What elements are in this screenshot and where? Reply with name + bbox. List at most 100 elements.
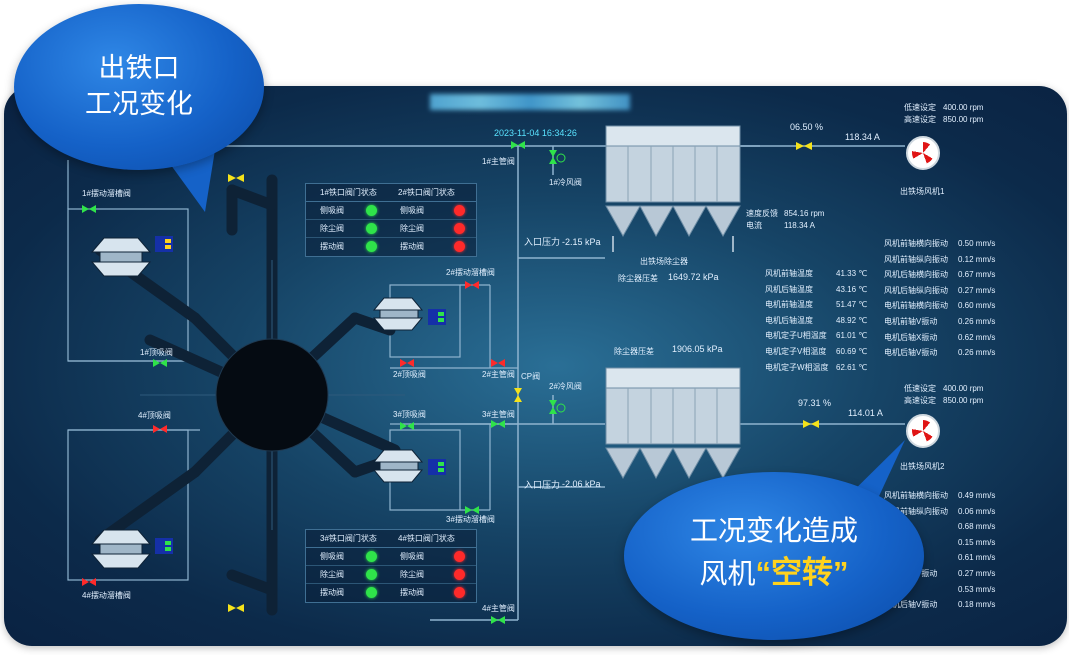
collector-1-dp-value: 1649.72 kPa <box>668 272 719 282</box>
timestamp: 2023-11-04 16:34:26 <box>494 128 577 138</box>
fan1-opening: 06.50 % <box>790 122 824 132</box>
valve-markers <box>82 141 819 624</box>
inlet-pressure-value-2: -2.06 kPa <box>562 479 601 489</box>
label-cold-valve-2: 2#冷风阀 <box>549 382 582 391</box>
status-alarm-icon <box>454 551 465 562</box>
fan2-set-high-label: 高速设定 <box>904 396 936 405</box>
dust-collector-1 <box>605 125 741 252</box>
fan1-vib-label: 风机后轴纵向振动 <box>884 285 948 295</box>
fan1-cur-label: 电流 <box>746 221 762 230</box>
fan1-cur-value: 118.34 A <box>784 221 815 230</box>
fan2-current: 114.01 A <box>848 408 883 418</box>
fan1-vib-label: 风机后轴横向振动 <box>884 270 948 280</box>
fan2-vib-label: 风机前轴纵向振动 <box>884 506 948 516</box>
status-ok-icon <box>366 241 377 252</box>
label-cp-valve: CP阀 <box>521 372 541 381</box>
status-ok-icon <box>366 551 377 562</box>
status-ok-icon <box>366 587 377 598</box>
fan1-temp-label: 电机定子W相温度 <box>765 362 829 372</box>
collector-1-dp-label: 除尘器压差 <box>618 274 658 283</box>
callout-taphole-change: 出铁口 工况变化 <box>14 4 264 170</box>
fan2-set-high: 850.00 rpm <box>943 396 984 405</box>
fan1-vib-value: 0.26 mm/s <box>958 317 996 326</box>
label-main-valve-1: 1#主管阀 <box>482 157 515 166</box>
fan1-temp-label: 电机定子U相温度 <box>765 331 827 341</box>
fan2-vib-value: 0.53 mm/s <box>958 584 996 594</box>
fan1-set-high-label: 高速设定 <box>904 115 936 124</box>
fan1-temp-value: 43.16 ℃ <box>836 284 868 294</box>
fan2-vib-value: 0.68 mm/s <box>958 522 996 532</box>
hood-connectors <box>155 236 446 554</box>
fan2-icon[interactable] <box>906 414 940 448</box>
fan2-vib-value: 0.15 mm/s <box>958 537 996 547</box>
fan2-vib-value: 0.49 mm/s <box>958 491 996 500</box>
label-cold-valve-1: 1#冷风阀 <box>549 178 582 187</box>
status-alarm-icon <box>454 205 465 216</box>
fan1-temp-value: 41.33 ℃ <box>836 269 868 278</box>
fan1-current: 118.34 A <box>845 132 880 142</box>
fan1-vib-value: 0.26 mm/s <box>958 348 996 358</box>
label-main-valve-4: 4#主管阀 <box>482 604 515 613</box>
label-top-4: 4#顶吸阀 <box>138 411 171 420</box>
callout-fan-idle: 工况变化造成 风机“空转” <box>624 472 924 640</box>
label-top-2: 2#顶吸阀 <box>393 370 426 379</box>
fan1-temp-value: 62.61 ℃ <box>836 362 868 372</box>
label-swing-4: 4#摆动溜槽阀 <box>82 591 131 600</box>
fan2-name: 出铁场风机2 <box>900 462 945 471</box>
fan1-vib-value: 0.60 mm/s <box>958 301 996 311</box>
collector-2-dp-value: 1906.05 kPa <box>672 344 723 354</box>
label-swing-2: 2#摆动溜槽阀 <box>446 268 495 277</box>
status-alarm-icon <box>454 223 465 234</box>
fan2-set-low-label: 低速设定 <box>904 384 936 393</box>
fan1-vib-value: 0.12 mm/s <box>958 254 996 264</box>
fan1-speed-label: 速度反馈 <box>746 209 778 218</box>
fan1-temp-value: 61.01 ℃ <box>836 331 868 341</box>
label-swing-1: 1#摆动溜槽阀 <box>82 189 131 198</box>
fan1-vib-value: 0.67 mm/s <box>958 270 996 280</box>
fan1-temp-label: 风机后轴温度 <box>765 284 813 294</box>
fan1-set-low: 400.00 rpm <box>943 103 984 112</box>
hoods <box>90 237 424 569</box>
fan2-vib-label: 电机后轴V振动 <box>884 600 938 610</box>
status-ok-icon <box>366 223 377 234</box>
label-swing-3: 3#摆动溜槽阀 <box>446 515 495 524</box>
fan1-speed-value: 854.16 rpm <box>784 209 825 218</box>
fan2-vib-value: 0.18 mm/s <box>958 600 996 610</box>
dust-collector-2 <box>605 367 741 480</box>
fan1-temp-label: 电机前轴温度 <box>765 300 813 310</box>
fan1-icon[interactable] <box>906 136 940 170</box>
status-ok-icon <box>366 205 377 216</box>
label-main-valve-3: 3#主管阀 <box>482 410 515 419</box>
blast-furnace <box>215 338 329 452</box>
status-alarm-icon <box>454 587 465 598</box>
fan1-vib-label: 风机前轴横向振动 <box>884 239 948 248</box>
fan1-name: 出铁场风机1 <box>900 187 945 196</box>
fan1-vib-value: 0.50 mm/s <box>958 239 996 248</box>
fan1-temp-value: 48.92 ℃ <box>836 315 868 325</box>
fan1-vib-label: 电机前轴V振动 <box>884 317 938 326</box>
status-alarm-icon <box>454 569 465 580</box>
fan2-set-low: 400.00 rpm <box>943 384 984 393</box>
fan1-temp-value: 51.47 ℃ <box>836 300 868 310</box>
fan2-vib-value: 0.27 mm/s <box>958 569 996 578</box>
inlet-pressure-label-1: 入口压力 <box>524 237 561 247</box>
fan2-vib-label: 风机前轴横向振动 <box>884 491 948 500</box>
inlet-pressure-label-2: 入口压力 <box>524 480 561 490</box>
blurred-title <box>430 94 630 110</box>
fan2-vib-value: 0.61 mm/s <box>958 553 996 563</box>
fan1-vib-value: 0.62 mm/s <box>958 332 996 342</box>
label-top-3: 3#顶吸阀 <box>393 410 426 419</box>
inlet-pressure-value-1: -2.15 kPa <box>562 237 601 247</box>
status-ok-icon <box>366 569 377 580</box>
fan2-vib-value: 0.06 mm/s <box>958 506 996 516</box>
fan2-opening: 97.31 % <box>798 398 832 408</box>
fan1-vib-label: 风机前轴纵向振动 <box>884 254 948 264</box>
collector-1-name: 出铁场除尘器 <box>640 257 688 266</box>
fan1-set-low-label: 低速设定 <box>904 103 936 112</box>
fan1-vib-label: 电机前轴横向振动 <box>884 301 948 311</box>
fan1-temp-label: 电机后轴温度 <box>765 315 813 325</box>
fan1-set-high: 850.00 rpm <box>943 115 984 124</box>
collector-2-dp-label: 除尘器压差 <box>614 347 654 356</box>
